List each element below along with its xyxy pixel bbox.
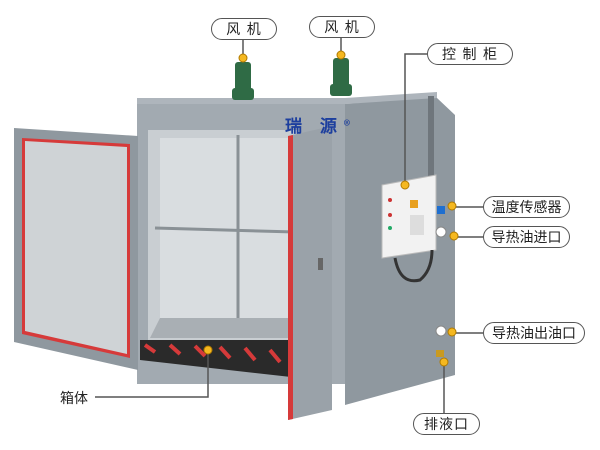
oven-top <box>137 92 437 104</box>
drain-valve <box>436 350 444 357</box>
brand-mark: ® <box>342 117 351 128</box>
label-box-body: 箱体 <box>60 391 88 407</box>
label-oil-outlet: 导热油出油口 <box>483 322 585 344</box>
label-temperature-sensor: 温度传感器 <box>483 196 570 218</box>
oil-outlet-port <box>435 325 447 337</box>
fan-right <box>330 58 352 96</box>
base-rail <box>140 340 300 378</box>
perforated-shelf <box>150 318 298 338</box>
oil-inlet-port <box>435 226 447 238</box>
right-door <box>288 126 332 420</box>
label-control-cabinet: 控 制 柜 <box>427 43 513 65</box>
fan-left <box>232 62 254 100</box>
brand-name: 瑞 源 <box>285 117 343 137</box>
brand-logo: 瑞 源® <box>285 112 351 137</box>
label-drain: 排液口 <box>413 413 480 435</box>
marker-dots <box>203 50 459 367</box>
label-oil-inlet: 导热油进口 <box>483 226 570 248</box>
label-fan-right: 风 机 <box>309 16 375 38</box>
control-cabinet <box>381 174 437 259</box>
label-fan-left: 风 机 <box>211 18 277 40</box>
temperature-sensor <box>437 206 445 214</box>
